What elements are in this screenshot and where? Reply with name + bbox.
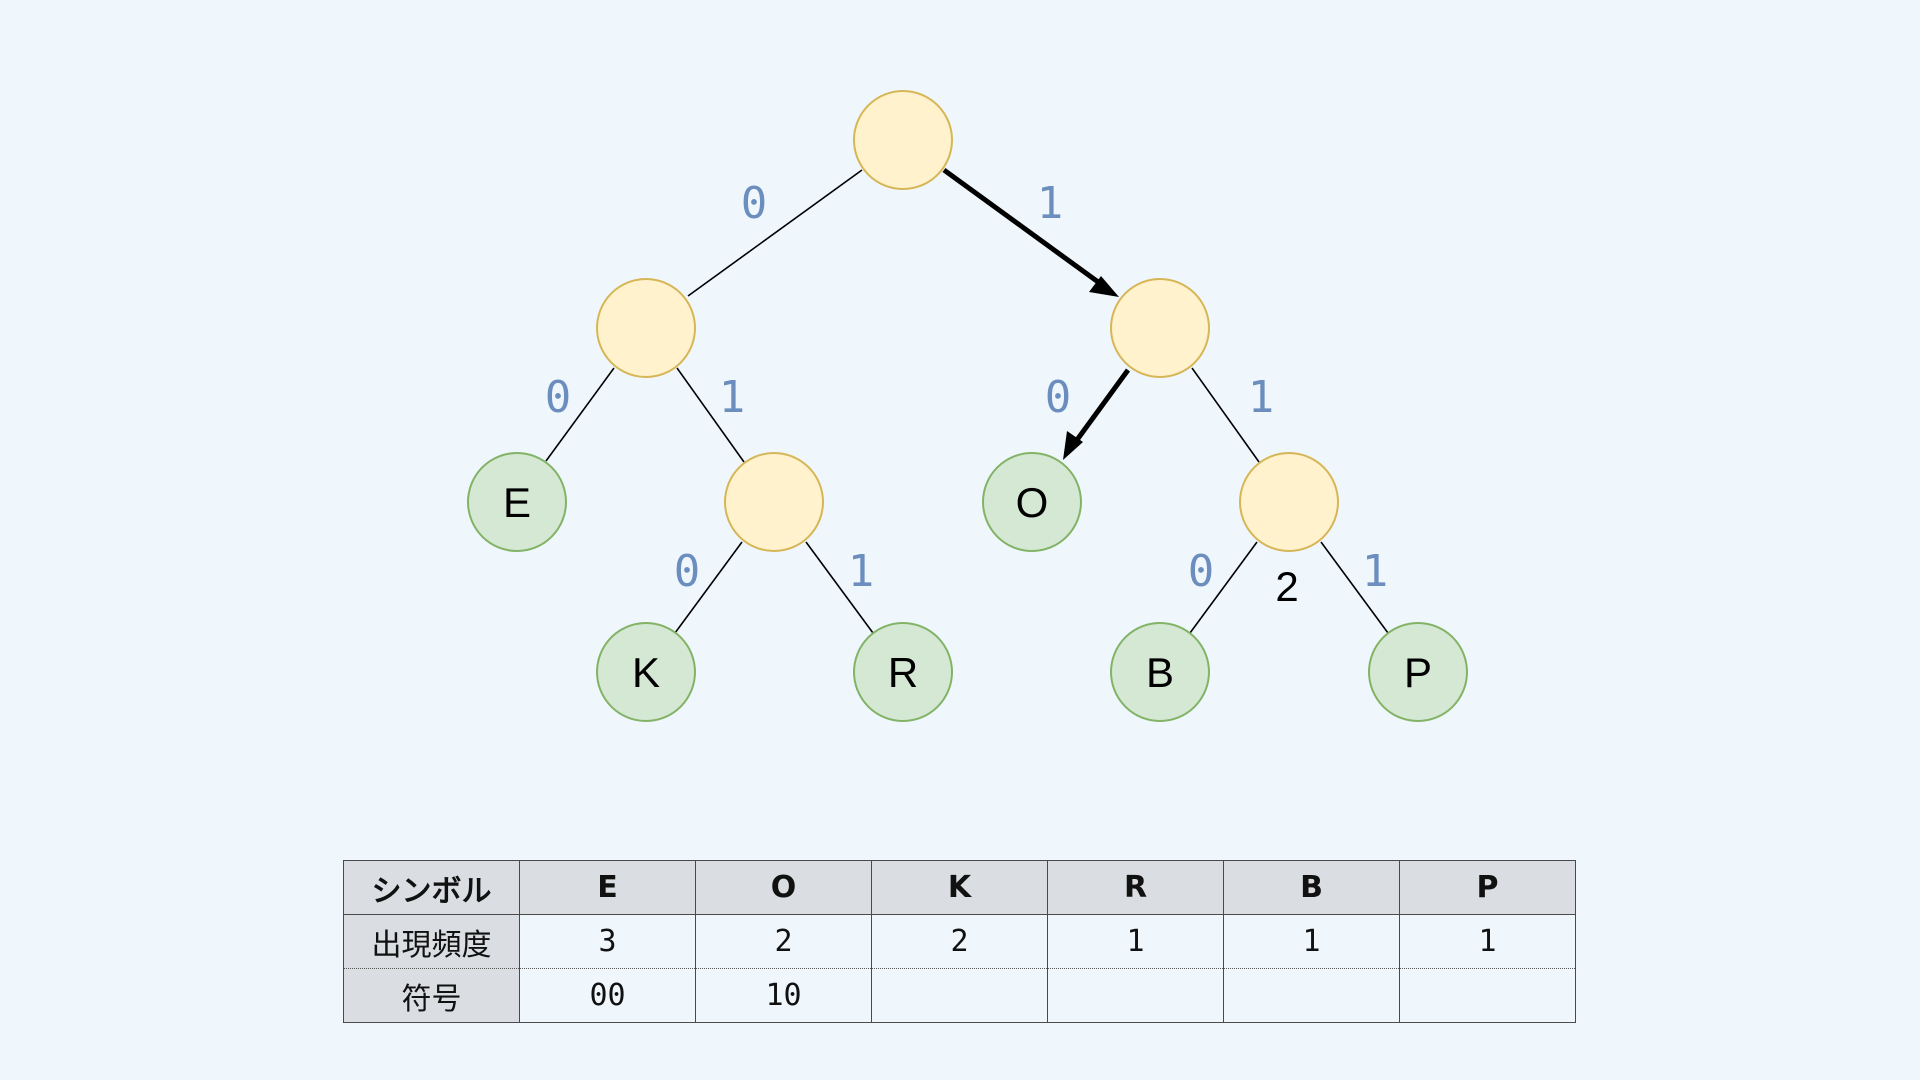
code-cell-B xyxy=(1223,968,1400,1023)
code-table: シンボル E O K R B P 出現頻度 3 2 2 1 1 1 符号 00 … xyxy=(343,860,1576,1023)
header-cell-K: K xyxy=(871,860,1048,915)
internal-node-right-right xyxy=(1239,452,1339,552)
header-cell-symbol: シンボル xyxy=(343,860,520,915)
code-cell-R xyxy=(1047,968,1224,1023)
bit-label-lr-right: 1 xyxy=(848,546,875,597)
weight-label: 2 xyxy=(1275,563,1298,610)
table-header-row: シンボル E O K R B P xyxy=(343,860,1576,915)
bit-label-rr-left: 0 xyxy=(1188,546,1215,597)
leaf-label-E: E xyxy=(503,479,531,526)
bit-label-left-left: 0 xyxy=(545,372,572,423)
leaf-node-E xyxy=(467,452,567,552)
bit-label-right-left: 0 xyxy=(1045,372,1072,423)
leaf-node-O xyxy=(982,452,1082,552)
header-cell-B: B xyxy=(1223,860,1400,915)
frequency-cell-P: 1 xyxy=(1399,914,1576,969)
internal-node-root xyxy=(853,90,953,190)
leaf-node-K xyxy=(596,622,696,722)
bit-label-root-left: 0 xyxy=(741,178,768,229)
arrowhead-right-O xyxy=(1063,431,1083,460)
internal-node-right xyxy=(1110,278,1210,378)
frequency-cell-K: 2 xyxy=(871,914,1048,969)
edge-right-right xyxy=(1191,367,1260,463)
code-cell-E: 00 xyxy=(519,968,696,1023)
edge-rr-P xyxy=(1320,541,1389,634)
frequency-cell-O: 2 xyxy=(695,914,872,969)
edge-root-right-highlighted xyxy=(942,167,1107,290)
leaf-node-R xyxy=(853,622,953,722)
code-cell-P xyxy=(1399,968,1576,1023)
edge-left-right xyxy=(676,367,745,463)
internal-node-left xyxy=(596,278,696,378)
row-label-frequency: 出現頻度 xyxy=(343,914,520,969)
leaf-label-R: R xyxy=(888,649,918,696)
header-cell-R: R xyxy=(1047,860,1224,915)
arrowhead-root-right xyxy=(1089,276,1119,297)
edge-lr-R xyxy=(805,541,874,634)
table-row-code: 符号 00 10 xyxy=(343,968,1576,1023)
header-cell-E: E xyxy=(519,860,696,915)
code-cell-O: 10 xyxy=(695,968,872,1023)
row-label-code: 符号 xyxy=(343,968,520,1023)
edge-rr-B xyxy=(1189,541,1258,634)
header-cell-O: O xyxy=(695,860,872,915)
code-cell-K xyxy=(871,968,1048,1023)
frequency-cell-R: 1 xyxy=(1047,914,1224,969)
leaf-label-K: K xyxy=(632,649,660,696)
bit-label-lr-left: 0 xyxy=(674,546,701,597)
leaf-node-P xyxy=(1368,622,1468,722)
leaf-label-P: P xyxy=(1404,649,1432,696)
leaf-label-B: B xyxy=(1146,649,1174,696)
frequency-cell-B: 1 xyxy=(1223,914,1400,969)
table-row-frequency: 出現頻度 3 2 2 1 1 1 xyxy=(343,914,1576,969)
internal-node-left-right xyxy=(724,452,824,552)
header-cell-P: P xyxy=(1399,860,1576,915)
edge-left-E xyxy=(545,367,615,462)
edge-right-O-highlighted xyxy=(1071,368,1131,446)
bit-label-right-right: 1 xyxy=(1248,372,1275,423)
edge-lr-K xyxy=(674,541,743,634)
frequency-cell-E: 3 xyxy=(519,914,696,969)
leaf-label-O: O xyxy=(1016,479,1049,526)
bit-label-root-right: 1 xyxy=(1037,178,1064,229)
leaf-node-B xyxy=(1110,622,1210,722)
edge-root-left xyxy=(687,169,863,297)
bit-label-left-right: 1 xyxy=(719,372,746,423)
bit-label-rr-right: 1 xyxy=(1362,546,1389,597)
huffman-tree: E O K R B P 0 1 0 1 0 1 0 1 0 1 2 xyxy=(467,90,1468,722)
